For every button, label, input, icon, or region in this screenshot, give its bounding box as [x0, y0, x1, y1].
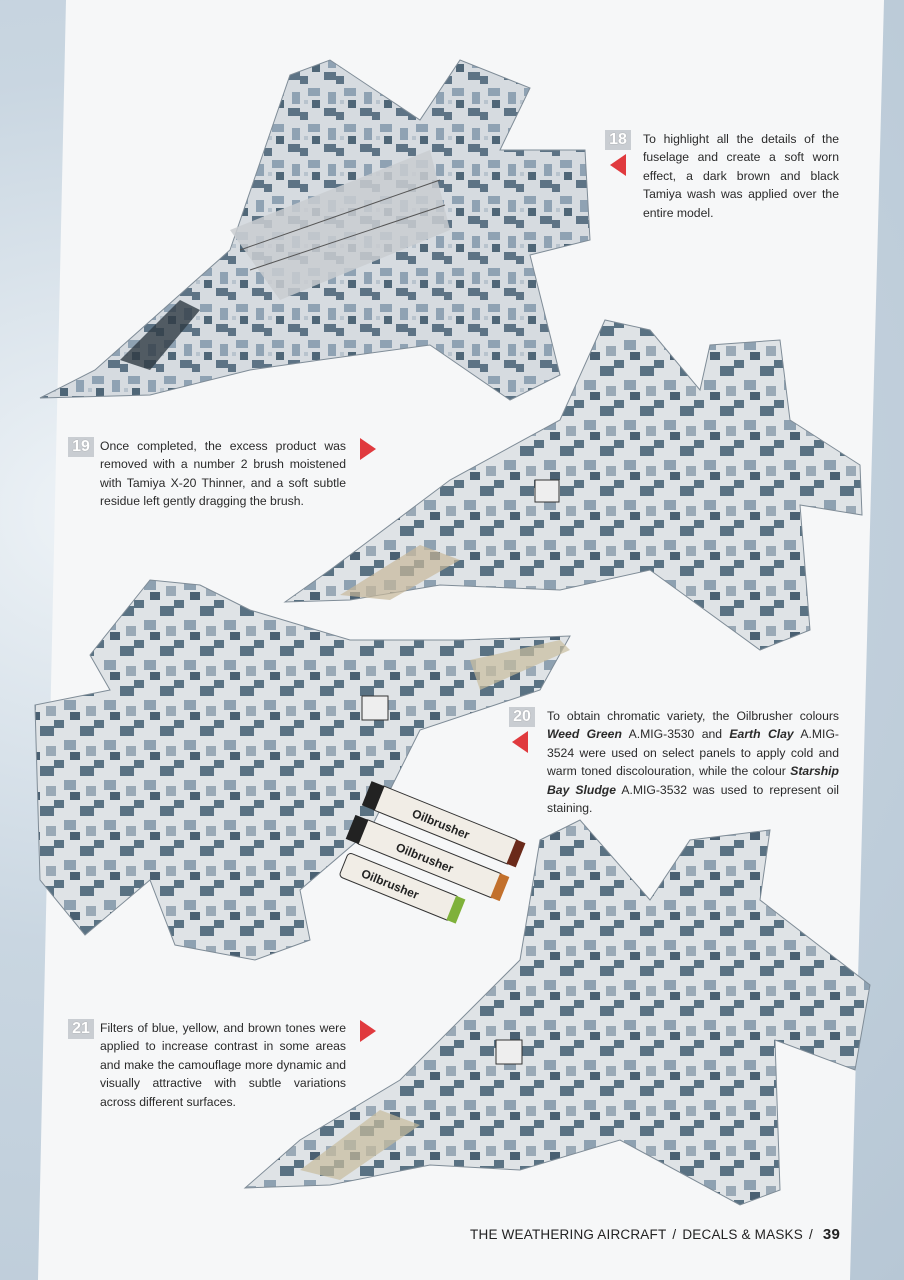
step-text-19: Once completed, the excess product was r… — [100, 439, 346, 509]
colour-starship-bay-sludge: Starship Bay Sludge — [547, 764, 839, 797]
step-text-20: To obtain chromatic variety, the Oilbrus… — [547, 707, 839, 817]
step-text-21: Filters of blue, yellow, and brown tones… — [100, 1021, 346, 1109]
step-text-18: To highlight all the details of the fuse… — [643, 132, 839, 220]
step-number-21: 21 — [68, 1019, 94, 1039]
footer-separator: / — [808, 1227, 813, 1242]
arrow-right-icon — [360, 1020, 376, 1042]
code-earth-clay: A.MIG-3524 — [547, 727, 839, 760]
bottle-cap — [446, 895, 466, 924]
footer-section: DECALS & MASKS — [682, 1227, 803, 1242]
step-20-text-b: and — [694, 727, 730, 742]
step-number-18: 18 — [605, 130, 631, 150]
bottle-cap — [506, 839, 526, 868]
colour-earth-clay: Earth Clay — [729, 727, 794, 742]
page-number: 39 — [822, 1226, 840, 1243]
colour-weed-green: Weed Green — [547, 727, 622, 742]
step-number-19: 19 — [68, 437, 94, 457]
arrow-left-icon — [512, 731, 528, 753]
step-number-20: 20 — [509, 707, 535, 727]
code-weed-green: A.MIG-3530 — [621, 727, 695, 742]
footer-book-title: THE WEATHERING AIRCRAFT — [470, 1227, 667, 1242]
footer-separator: / — [672, 1227, 677, 1242]
step-20-text-d: was used to represent oil staining. — [547, 782, 840, 816]
bottle-cap — [490, 873, 510, 902]
page-footer: THE WEATHERING AIRCRAFT / DECALS & MASKS / 3… — [470, 1226, 840, 1243]
arrow-left-icon — [610, 154, 626, 176]
code-starship-bay-sludge: A.MIG-3532 — [616, 782, 688, 797]
arrow-right-icon — [360, 438, 376, 460]
step-20-text-c: were used on select panels to apply cold… — [547, 745, 839, 779]
step-20-text-a: To obtain chromatic variety, the Oilbrus… — [547, 709, 839, 723]
